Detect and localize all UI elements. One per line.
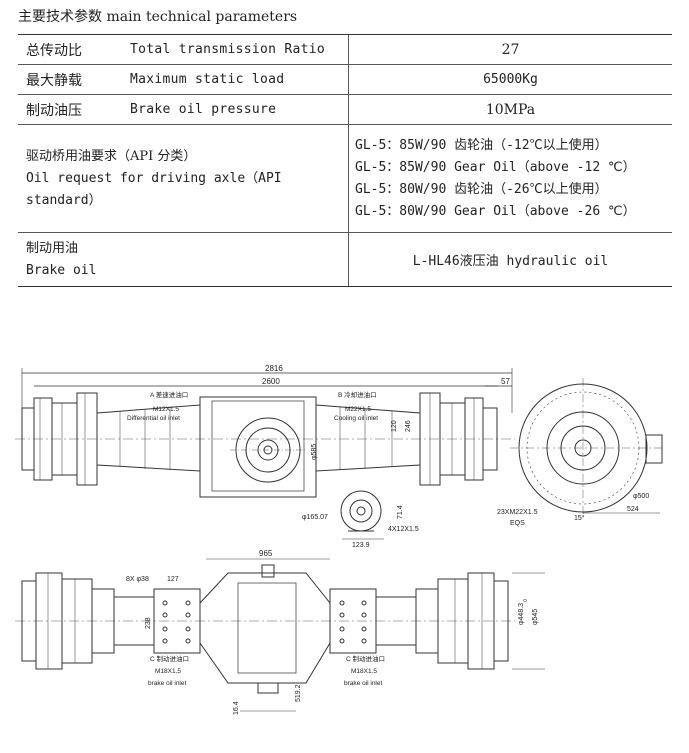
axle-top-view: 965 8X φ38 127 238 φ448. (15, 549, 545, 715)
dim-label: 2816 (265, 364, 283, 373)
axle-front-view: 2816 2600 57 (15, 364, 515, 549)
dim-label: 965 (259, 549, 273, 558)
port-b-cn: B 冷却进油口 (338, 390, 377, 399)
spec-value: L-HL46液压油 hydraulic oil (348, 232, 672, 287)
port-a-cn: A 差速进油口 (150, 390, 188, 399)
port-c-thread: M18X1.5 (155, 668, 181, 675)
dim-label: 123.9 (352, 542, 370, 549)
spec-value: 10MPa (348, 94, 672, 125)
port-c-en: brake oil inlet (344, 680, 382, 687)
dim-label: φ585 (311, 444, 318, 460)
dim-label: 23XM22X1.5 (497, 509, 538, 516)
port-b-en: Cooling oil inlet (334, 415, 378, 422)
dim-label: 71.4 (397, 505, 404, 519)
brake-oil-label: 制动用油 Brake oil (18, 232, 349, 287)
spec-row-load: 最大静载 Maximum static load 65000Kg (18, 64, 672, 95)
dim-label: 16.4 (233, 701, 240, 715)
dim-label: EQS (510, 520, 525, 527)
dim-label: φ545 (532, 609, 539, 625)
dim-label: 2600 (262, 377, 280, 386)
spec-table: 总传动比 Total transmission Ratio 27 最大静载 Ma… (18, 34, 672, 287)
spec-en: Maximum static load (130, 64, 349, 95)
dim-label: 519.2 (295, 684, 302, 702)
spec-cn: 驱动桥用油要求（API 分类） (26, 148, 197, 164)
oil-grade-line: GL-5：80W/90 齿轮油（-26℃以上使用） (355, 181, 608, 197)
spec-en: Brake oil pressure (130, 94, 349, 125)
dim-label: 57 (501, 377, 510, 386)
port-c-thread: M18X1.5 (351, 668, 377, 675)
dim-label: 4X12X1.5 (388, 526, 419, 533)
port-a-en: Differential oil inlet (127, 415, 180, 422)
port-c-cn: C 制动进油口 (346, 654, 385, 663)
dim-label: 246 (405, 420, 412, 432)
spec-row-oil: 驱动桥用油要求（API 分类） Oil request for driving … (18, 124, 672, 233)
axle-side-view: φ500 524 15° 23XM22X1.5 EQS (497, 378, 665, 527)
spec-en: Brake oil (26, 262, 97, 278)
spec-row-brake-pressure: 制动油压 Brake oil pressure 10MPa (18, 94, 672, 125)
port-b-thread: M22X1.5 (345, 406, 371, 413)
dim-label: φ500 (633, 493, 649, 500)
spec-en: Oil request for driving axle（API (26, 170, 282, 186)
oil-grade-line: GL-5：85W/90 Gear Oil（above -12 ℃） (355, 159, 636, 175)
spec-cn: 最大静载 (18, 64, 130, 95)
dim-label: 524 (627, 506, 639, 513)
dim-label: 120 (391, 420, 398, 432)
dim-label: 15° (574, 514, 585, 522)
dim-label: 0 (523, 599, 529, 602)
port-c-cn: C 制动进油口 (150, 654, 189, 663)
spec-cn: 制动油压 (18, 94, 130, 125)
oil-grade-line: GL-5：85W/90 齿轮油（-12℃以上使用） (355, 137, 608, 153)
port-c-en: brake oil inlet (148, 680, 186, 687)
oil-grade-line: GL-5：80W/90 Gear Oil（above -26 ℃） (355, 203, 636, 219)
dim-label: 238 (145, 617, 152, 629)
dim-label: φ165.07 (302, 514, 328, 521)
spec-cn: 总传动比 (18, 34, 130, 65)
axle-technical-drawing: 2816 2600 57 (15, 364, 665, 715)
spec-row-ratio: 总传动比 Total transmission Ratio 27 (18, 34, 672, 65)
spec-en: Total transmission Ratio (130, 34, 349, 65)
oil-requirement-label: 驱动桥用油要求（API 分类） Oil request for driving … (18, 124, 349, 233)
spec-row-brake-oil: 制动用油 Brake oil L-HL46液压油 hydraulic oil (18, 232, 672, 287)
port-a-thread: M12X1.5 (153, 406, 179, 413)
spec-en: standard） (26, 192, 102, 208)
dim-label: 8X φ38 (126, 576, 149, 583)
dim-label: φ448.3 (518, 603, 525, 625)
spec-cn: 制动用油 (26, 240, 79, 256)
spec-value: 27 (348, 34, 672, 65)
page-title: 主要技术参数 main technical parameters (18, 9, 298, 25)
spec-value: 65000Kg (348, 64, 672, 95)
oil-grade-list: GL-5：85W/90 齿轮油（-12℃以上使用） GL-5：85W/90 Ge… (348, 124, 672, 233)
dim-label: 127 (167, 576, 179, 583)
